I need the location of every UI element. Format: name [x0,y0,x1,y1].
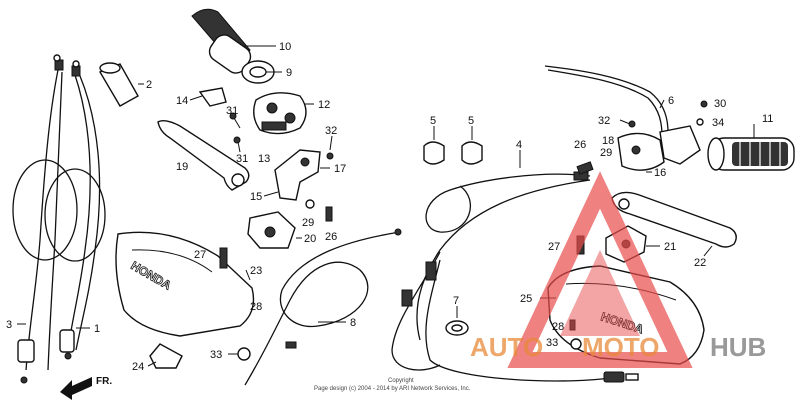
front-direction-arrow: FR. [60,376,112,400]
switch-wires [544,65,669,137]
callout-31: 31 [226,105,238,117]
copyright-line-1: Copyright [388,378,414,384]
leader-lines [17,45,755,367]
callout-26: 26 [574,139,586,151]
grip-sleeve [98,62,139,107]
callout-18: 18 [602,135,614,147]
callout-9: 9 [286,67,292,79]
callout-2: 2 [146,79,152,91]
right-grip [707,137,795,171]
callout-28: 28 [552,321,564,333]
clutch-cable [244,228,402,386]
throttle-cables [12,54,106,384]
callout-labels: 10 9 2 14 31 12 19 31 13 32 17 15 29 20 … [6,41,773,373]
callout-19: 19 [176,161,188,173]
callout-5: 5 [430,115,436,127]
callout-7: 7 [453,295,459,307]
callout-32: 32 [325,125,337,137]
callout-12: 12 [318,99,330,111]
screw [700,100,708,108]
screws [229,112,241,153]
watermark-text-auto: AUTO [470,332,543,362]
callout-17: 17 [334,163,346,175]
callout-16: 16 [654,167,666,179]
clamps [423,141,483,165]
callout-1: 1 [94,323,100,335]
switch [247,211,296,249]
callout-23: 23 [250,265,262,277]
direction-label: FR. [96,376,112,387]
callout-27: 27 [548,241,560,253]
callout-4: 4 [516,139,522,151]
callout-24: 24 [132,361,144,373]
callout-33: 33 [546,337,558,349]
callout-26: 26 [325,231,337,243]
callout-29: 29 [600,147,612,159]
watermark: AUTO MOTO HUB [470,171,766,368]
cable-end [603,371,639,383]
left-hand-guard: HONDA [115,231,255,337]
brake-lever [611,191,737,248]
callout-34: 34 [712,117,724,129]
bolt [576,161,594,175]
clutch-lever [157,119,250,191]
bracket-plate [149,343,183,369]
nut [570,338,582,350]
callout-22: 22 [694,257,706,269]
clip [198,87,227,107]
bolt [325,206,333,222]
watermark-text-hub: HUB [710,332,766,362]
callout-33: 33 [210,349,222,361]
callout-30: 30 [714,98,726,110]
callout-29: 29 [302,217,314,229]
callout-27: 27 [194,249,206,261]
callout-31: 31 [236,153,248,165]
washer [305,199,315,209]
watermark-text-moto: MOTO [582,332,660,362]
callout-8: 8 [350,317,356,329]
copyright: Copyright Page design (c) 2004 - 2014 by… [314,378,471,392]
nut [237,347,251,361]
callout-25: 25 [520,293,532,305]
throttle-grip [191,8,275,84]
callout-14: 14 [176,95,188,107]
bolt [219,247,228,269]
callout-5: 5 [468,115,474,127]
callout-32: 32 [598,115,610,127]
throttle-housing [253,92,307,135]
ring-seal [445,320,469,336]
callout-20: 20 [304,233,316,245]
callout-10: 10 [279,41,291,53]
callout-15: 15 [250,191,262,203]
brake-hose [391,171,611,382]
callout-3: 3 [6,319,12,331]
right-switch-housing [617,125,701,171]
callout-6: 6 [668,95,674,107]
callout-13: 13 [258,153,270,165]
callout-11: 11 [762,113,773,125]
copyright-line-2: Page design (c) 2004 - 2014 by ARI Netwo… [314,386,471,392]
washer [696,118,704,126]
callout-28: 28 [250,301,262,313]
callout-21: 21 [664,241,676,253]
lever-bracket [274,149,334,201]
